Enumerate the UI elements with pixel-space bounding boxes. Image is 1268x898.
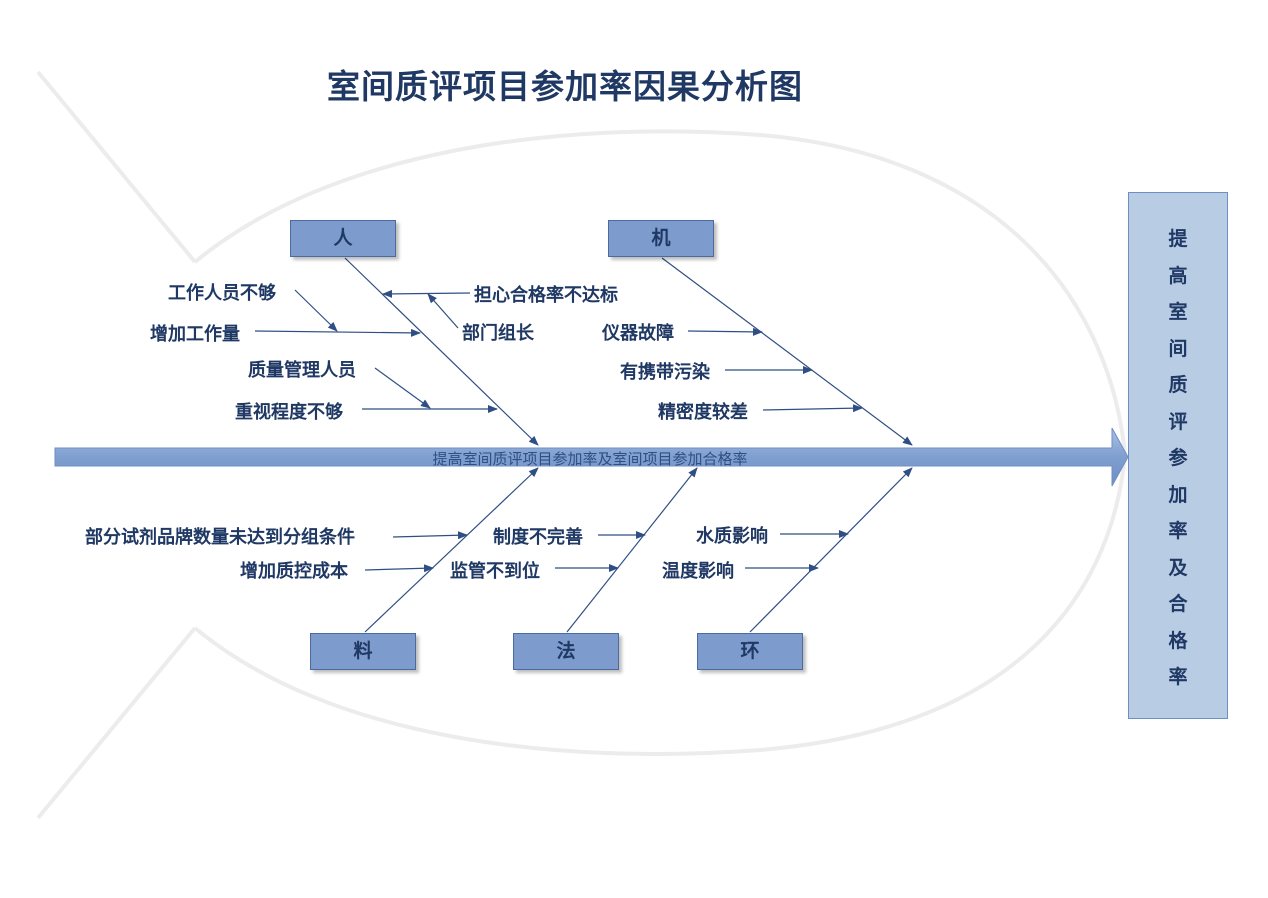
cause-temperature: 温度影响 [662, 561, 734, 582]
arrow-qc-cost [364, 564, 434, 573]
category-huan: 环 [697, 633, 803, 670]
diagram-title: 室间质评项目参加率因果分析图 [327, 67, 803, 106]
bone-fa [566, 467, 698, 633]
category-ren: 人 [290, 220, 396, 257]
effect-char: 间 [1168, 337, 1188, 360]
effect-text: 提高室间质评参加率及合格率 [1129, 221, 1227, 696]
effect-char: 加 [1168, 483, 1188, 506]
bone-ji [661, 257, 913, 446]
arrow-dept-head [427, 293, 459, 329]
effect-char: 室 [1168, 301, 1188, 323]
cause-carryover: 有携带污染 [620, 362, 710, 383]
cause-qm-staff: 质量管理人员 [248, 360, 356, 381]
cause-dept-head: 部门组长 [462, 323, 534, 344]
fish-outline [36, 70, 1128, 820]
effect-char: 提 [1168, 228, 1188, 250]
effect-char: 及 [1168, 556, 1188, 579]
cause-reagent-brands: 部分试剂品牌数量未达到分组条件 [85, 527, 355, 548]
effect-char: 合 [1168, 593, 1188, 615]
cause-qc-cost: 增加质控成本 [240, 561, 348, 582]
bone-ren [344, 257, 539, 446]
effect-char: 率 [1168, 666, 1188, 688]
spine-arrow [54, 427, 1129, 487]
effect-char: 参 [1168, 447, 1188, 469]
arrow-reagent-brands [392, 531, 468, 540]
bone-liao [364, 467, 539, 633]
cause-not-valued: 重视程度不够 [235, 402, 343, 423]
cause-supervision: 监管不到位 [450, 561, 540, 582]
cause-system: 制度不完善 [493, 527, 583, 548]
arrow-instrument-fault [687, 327, 763, 336]
cause-workload: 增加工作量 [150, 324, 240, 345]
arrow-staff-shortage [294, 289, 338, 332]
category-ji: 机 [608, 220, 714, 257]
arrow-qm-staff [374, 367, 431, 409]
effect-char: 率 [1168, 520, 1188, 542]
cause-staff-shortage: 工作人员不够 [168, 283, 276, 304]
cause-precision: 精密度较差 [658, 402, 748, 423]
arrow-workload [254, 328, 421, 337]
spine-label: 提高室间质评项目参加率及室间项目参加合格率 [432, 450, 748, 468]
cause-instrument-fault: 仪器故障 [602, 323, 674, 344]
bone-huan [749, 467, 913, 633]
arrow-pass-rate-worry [382, 289, 471, 298]
category-fa: 法 [513, 633, 619, 670]
cause-water: 水质影响 [696, 526, 768, 547]
effect-char: 高 [1168, 264, 1188, 287]
effect-char: 格 [1168, 629, 1188, 652]
arrow-precision [762, 404, 863, 413]
cause-pass-rate-worry: 担心合格率不达标 [474, 285, 618, 306]
category-liao: 料 [310, 633, 416, 670]
effect-char: 质 [1168, 374, 1188, 396]
effect-char: 评 [1168, 410, 1188, 433]
effect-box: 提高室间质评参加率及合格率 [1128, 192, 1228, 719]
